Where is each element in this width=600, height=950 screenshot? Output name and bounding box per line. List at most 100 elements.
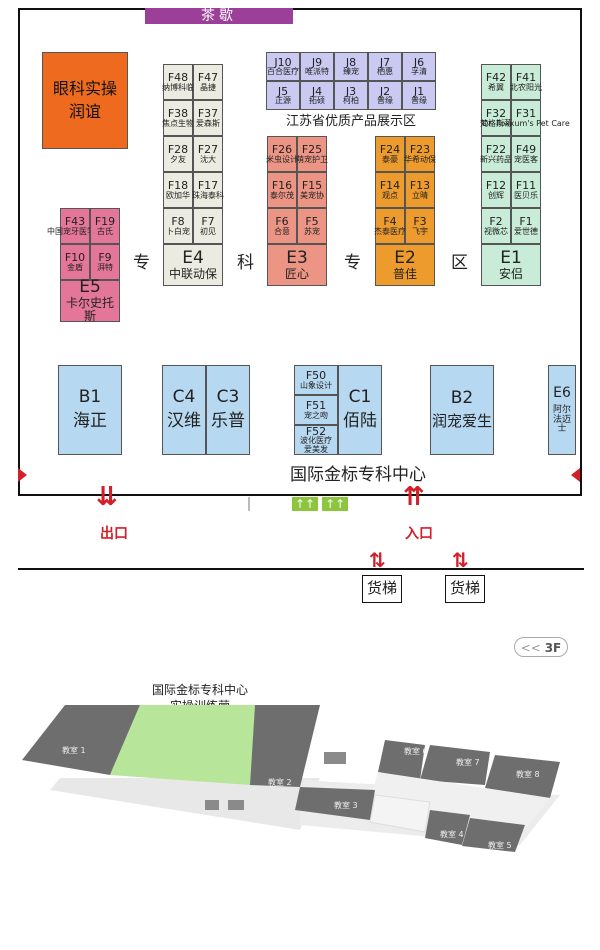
small-block-1 <box>205 800 219 810</box>
classroom-white <box>369 794 431 833</box>
booth-code: J10 <box>274 55 292 69</box>
booth-name: 华希动保 <box>404 154 436 164</box>
booth-name: 米虫设计 <box>266 154 298 164</box>
booth-b1[interactable]: B1 海正 <box>58 365 122 455</box>
booth-name: 视微芯 <box>484 226 508 236</box>
booth-c3[interactable]: C3 乐普 <box>206 365 250 455</box>
elevator-2-arrow-icon: ⇅ <box>452 548 469 572</box>
exit-label[interactable]: 出口 <box>100 526 128 542</box>
booth-code: F47 <box>197 71 219 85</box>
freight-elevator-1[interactable]: 货梯 <box>362 575 402 603</box>
booth-code: J6 <box>413 55 425 69</box>
room-label: 教室 8 <box>516 770 540 779</box>
booth-code: F43 <box>64 215 86 229</box>
booth-name: 希翼 <box>488 82 504 92</box>
freight-elevator-2[interactable]: 货梯 <box>445 575 485 603</box>
booth-code: F16 <box>271 179 293 193</box>
booth-name: 美宠协 <box>300 190 324 200</box>
booth-e6[interactable]: E6 阿尔法迈士 <box>548 365 576 455</box>
booth-code: F8 <box>171 215 185 229</box>
booth-name: 柯柏 <box>343 96 359 106</box>
booth-name: 爱森斯 <box>196 118 220 128</box>
classroom-4 <box>425 810 470 845</box>
booth-c4[interactable]: C4 汉维 <box>162 365 206 455</box>
tea-break-area[interactable]: 茶歇 <box>145 8 293 24</box>
booth-code: F50 <box>305 369 327 383</box>
escalator-icon: ↑↑↑↑ <box>292 496 349 512</box>
booth-code: F48 <box>167 71 189 85</box>
elevator-1-arrow-icon: ⇅ <box>369 548 386 572</box>
booth-code: F32 <box>485 107 507 121</box>
classroom-5 <box>462 818 525 852</box>
booth-code: F19 <box>94 215 116 229</box>
classroom-8 <box>485 755 560 798</box>
floor-badge[interactable]: << 3F <box>514 637 568 657</box>
booth-name: 普缘 <box>411 96 427 106</box>
booth-ophthalmology[interactable]: 眼科实操 润谊 <box>42 52 128 149</box>
training-camp-area <box>110 705 255 785</box>
booth-b2[interactable]: B2 润宠爱生 <box>430 365 494 455</box>
entrance-label[interactable]: 入口 <box>405 526 433 542</box>
booth-name: 孚清 <box>411 67 427 77</box>
booth-code: F22 <box>485 143 507 157</box>
booth-code: E5 <box>79 277 101 298</box>
booth-c1[interactable]: C1 佰陆 <box>338 365 382 455</box>
booth-name: 唯派特 <box>305 67 329 77</box>
booth-name: 萌宠护卫 <box>296 154 328 164</box>
